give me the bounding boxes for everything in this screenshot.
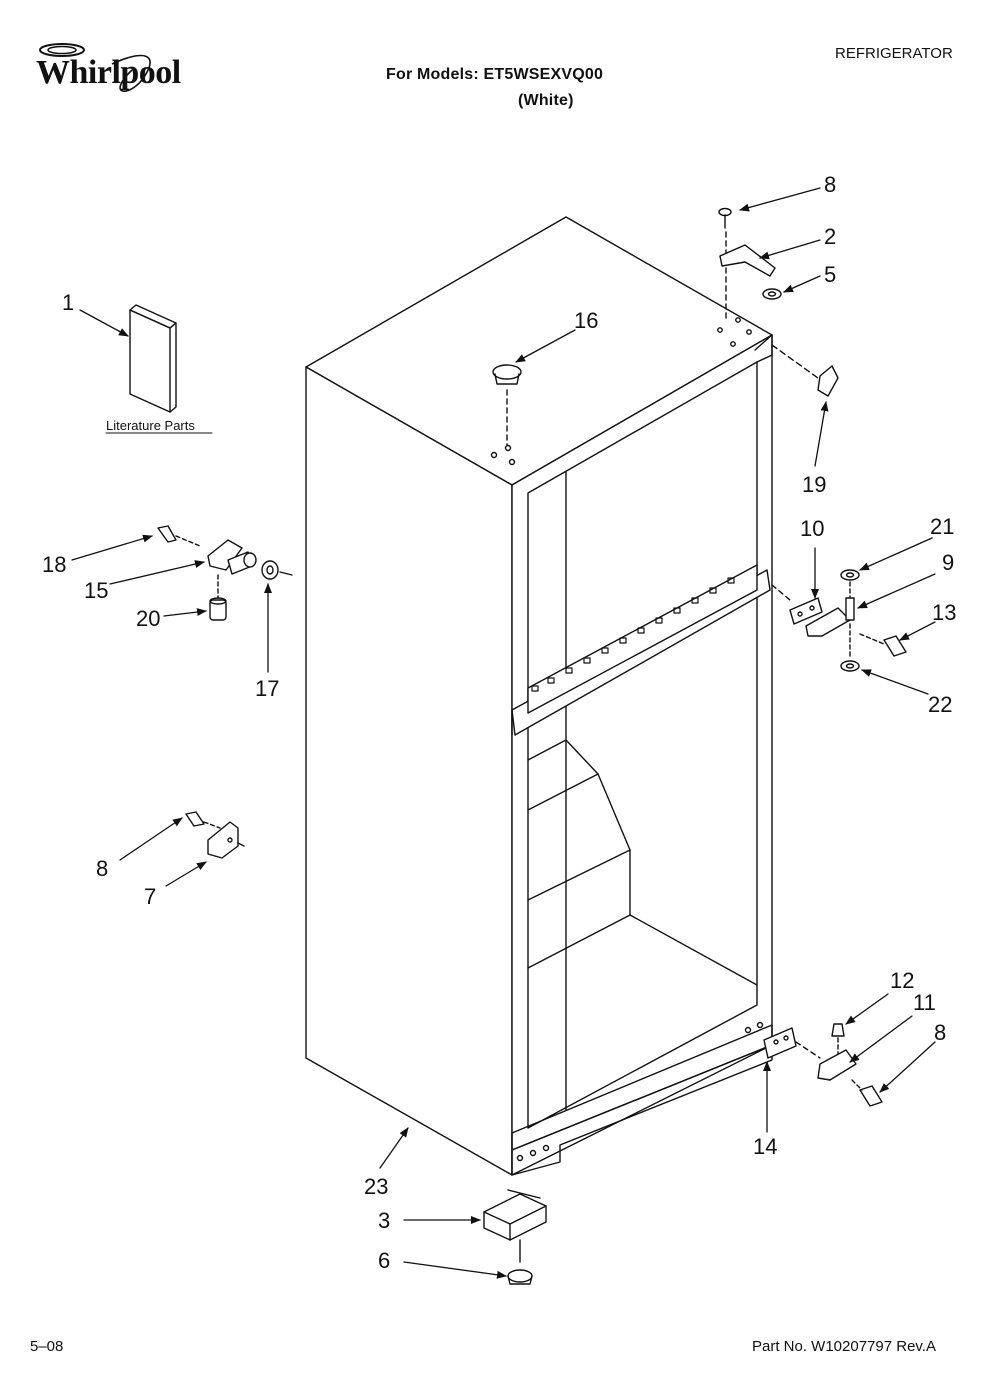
callout-11: 11 [913,990,936,1015]
callout-12: 12 [890,968,914,993]
callout-1: 1 [62,290,74,315]
callout-18: 18 [42,552,66,577]
callout-23: 23 [364,1174,388,1199]
brand-name: Whirlpool [36,54,181,91]
callout-21: 21 [930,514,954,539]
center-hinge-assembly [771,569,907,672]
callout-numbers: 1 2 3 5 6 7 8 8 8 9 10 11 12 13 14 15 16… [42,172,956,1273]
part-number: Part No. W10207797 Rev.A [752,1338,936,1355]
callout-5: 5 [824,262,836,287]
bracket-and-screw [185,811,245,859]
callout-10: 10 [800,516,824,541]
callout-13: 13 [932,600,956,625]
callout-15: 15 [84,578,108,603]
callout-6: 6 [378,1248,390,1273]
callout-17: 17 [255,676,279,701]
callout-22: 22 [928,692,952,717]
callout-2: 2 [824,224,836,249]
models-line: For Models: ET5WSEXVQ00 [386,66,604,83]
callout-16: 16 [574,308,598,333]
top-plug [492,364,522,446]
callout-8-top: 8 [824,172,836,197]
leveling-assembly [483,1189,547,1285]
cabinet-body [305,216,773,1176]
callout-20: 20 [136,606,160,631]
whirlpool-swirl-icon [39,43,151,92]
callout-8-bottom: 8 [934,1020,946,1045]
callout-3: 3 [378,1208,390,1233]
brand-logo: Whirlpool [22,40,197,100]
leader-lines [71,187,936,1279]
mullion-rail [511,564,771,736]
callout-8-left: 8 [96,856,108,881]
left-hinge-assembly [157,525,293,621]
callout-9: 9 [942,550,954,575]
date-code: 5–08 [30,1338,64,1355]
bottom-hinge-assembly [763,1023,883,1107]
callout-14: 14 [753,1134,777,1159]
callout-19: 19 [802,472,826,497]
color-line: (White) [518,92,574,109]
literature-parts: Literature Parts [105,304,213,434]
top-hinge-assembly [718,207,782,319]
hinge-cover [771,344,839,397]
callout-7: 7 [144,884,156,909]
literature-label: Literature Parts [106,418,195,433]
category-label: REFRIGERATOR [835,45,953,62]
